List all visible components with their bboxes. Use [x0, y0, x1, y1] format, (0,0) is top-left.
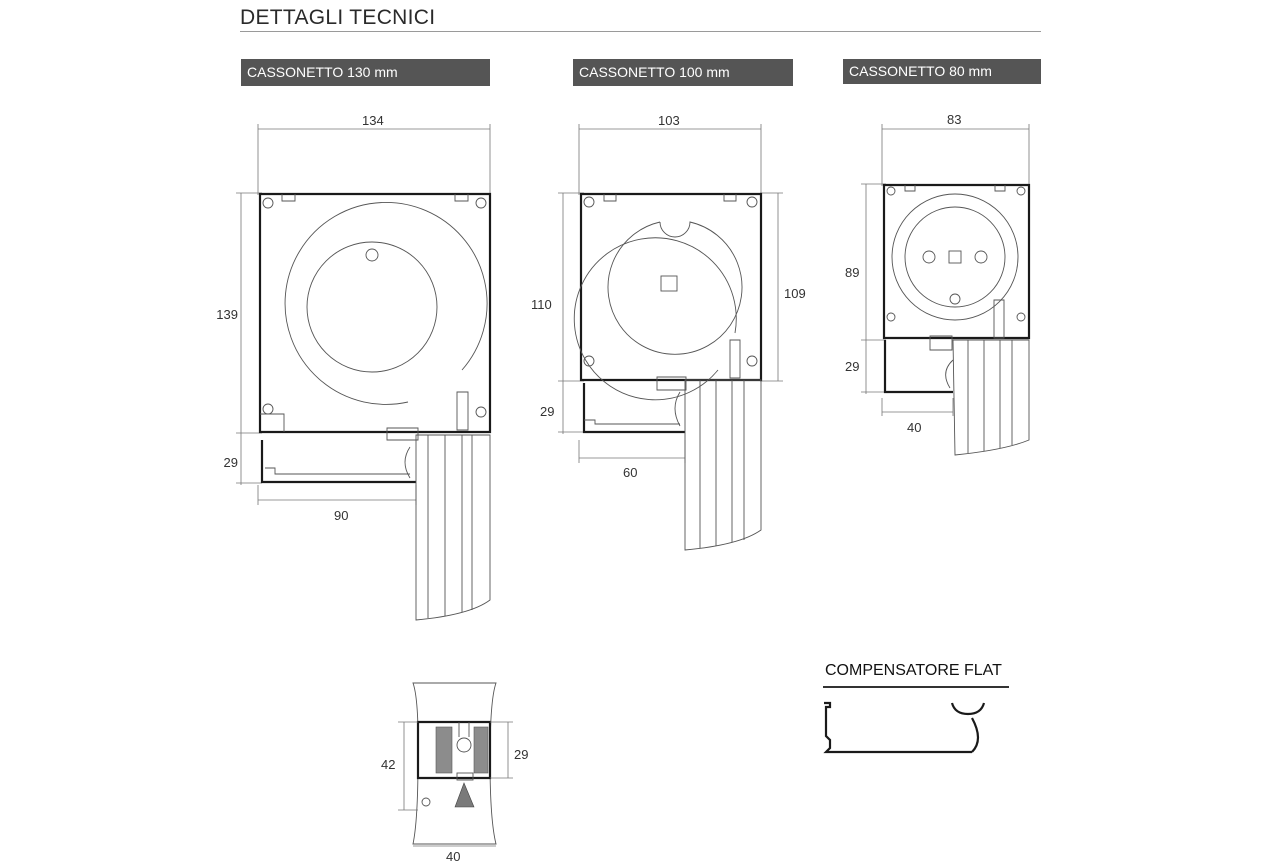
dim-130-width: 134	[362, 113, 384, 128]
drawing-cassonetto-100	[558, 124, 783, 551]
drawing-guide-detail	[398, 682, 513, 847]
section-label-130: CASSONETTO 130 mm	[241, 59, 490, 86]
section-label-100: CASSONETTO 100 mm	[573, 59, 793, 86]
section-label-80: CASSONETTO 80 mm	[843, 59, 1041, 84]
title-divider	[240, 31, 1041, 32]
dim-100-width: 103	[658, 113, 680, 128]
drawing-compensatore-flat	[823, 701, 986, 754]
dim-guide-inner: 29	[514, 747, 529, 762]
page-title: DETTAGLI TECNICI	[240, 6, 436, 29]
drawing-cassonetto-130	[236, 124, 492, 621]
dim-100-depth: 60	[623, 465, 638, 480]
dim-guide-height: 42	[381, 757, 396, 772]
dim-80-width: 83	[947, 112, 962, 127]
drawing-cassonetto-80	[861, 124, 1031, 456]
dim-80-bottom: 29	[845, 359, 860, 374]
dim-100-height-left: 110	[531, 297, 552, 312]
dim-80-height: 89	[845, 265, 860, 280]
dim-130-bottom: 29	[223, 455, 238, 470]
dim-guide-width: 40	[446, 849, 461, 864]
dim-130-height: 139	[216, 307, 238, 322]
dim-100-bottom: 29	[540, 404, 555, 419]
dim-130-depth: 90	[334, 508, 349, 523]
compensatore-title: COMPENSATORE FLAT	[825, 662, 1002, 679]
dim-80-depth: 40	[907, 420, 922, 435]
dim-100-height-right: 109	[784, 286, 806, 301]
compensatore-divider	[823, 686, 1009, 688]
